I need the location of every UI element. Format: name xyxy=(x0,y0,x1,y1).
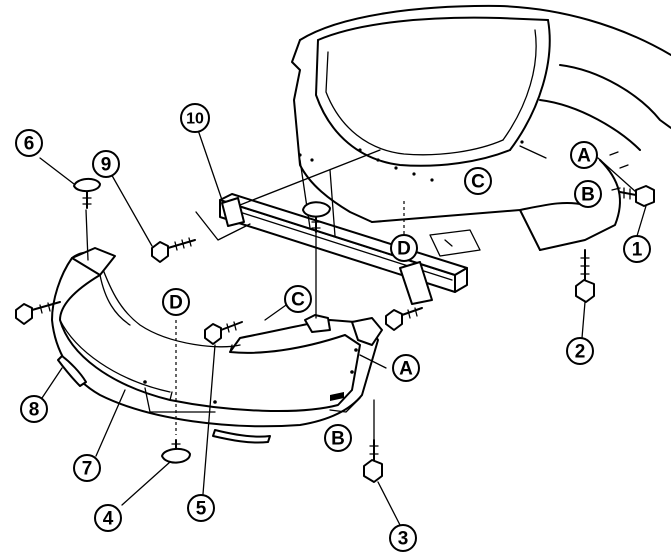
callout-5: 5 xyxy=(187,494,215,522)
svg-text:7: 7 xyxy=(82,459,93,480)
callout-b-body: B xyxy=(574,180,602,208)
svg-text:C: C xyxy=(291,290,305,311)
bolt-1 xyxy=(619,185,655,207)
svg-text:A: A xyxy=(399,359,413,380)
svg-text:2: 2 xyxy=(575,342,586,363)
callout-3: 3 xyxy=(389,524,417,552)
callout-a-body: A xyxy=(570,141,598,169)
clip-center xyxy=(302,201,331,319)
callout-1: 1 xyxy=(623,235,651,263)
callout-a-bumper: A xyxy=(392,354,420,382)
svg-text:D: D xyxy=(169,293,183,314)
callout-4: 4 xyxy=(94,504,122,532)
callout-8: 8 xyxy=(20,395,48,423)
callout-2: 2 xyxy=(566,337,594,365)
bolt-2 xyxy=(575,249,595,303)
clip-6 xyxy=(73,178,101,209)
svg-text:5: 5 xyxy=(196,499,207,520)
clip-4 xyxy=(161,439,191,464)
leader-lines xyxy=(39,129,647,526)
bumper-reinforcement xyxy=(219,149,468,305)
bolt-left xyxy=(15,301,61,325)
callout-9: 9 xyxy=(92,150,120,178)
callout-c-body: C xyxy=(464,167,492,195)
vehicle-rear-body xyxy=(291,4,671,257)
callout-c-bumper: C xyxy=(284,285,312,313)
bolt-9 xyxy=(151,237,196,263)
svg-text:3: 3 xyxy=(398,529,409,550)
bolt-3 xyxy=(363,439,383,483)
svg-text:6: 6 xyxy=(24,134,35,155)
svg-text:10: 10 xyxy=(186,111,204,128)
callout-6: 6 xyxy=(15,129,43,157)
rear-reflector xyxy=(57,355,87,387)
callout-d-bumper: D xyxy=(162,288,190,316)
callout-10: 10 xyxy=(180,103,210,133)
svg-text:B: B xyxy=(331,429,345,450)
callout-7: 7 xyxy=(73,454,101,482)
svg-text:9: 9 xyxy=(101,155,112,176)
svg-text:B: B xyxy=(581,185,595,206)
svg-text:1: 1 xyxy=(632,240,643,261)
svg-text:8: 8 xyxy=(29,400,40,421)
svg-text:D: D xyxy=(397,239,411,260)
callout-d-body: D xyxy=(390,234,418,262)
svg-text:4: 4 xyxy=(103,509,114,530)
bumper-fascia xyxy=(51,247,383,444)
svg-text:A: A xyxy=(577,146,591,167)
bolt-5 xyxy=(204,321,243,345)
callout-b-bumper: B xyxy=(324,424,352,452)
bolt-right xyxy=(385,307,423,331)
svg-text:C: C xyxy=(471,172,485,193)
